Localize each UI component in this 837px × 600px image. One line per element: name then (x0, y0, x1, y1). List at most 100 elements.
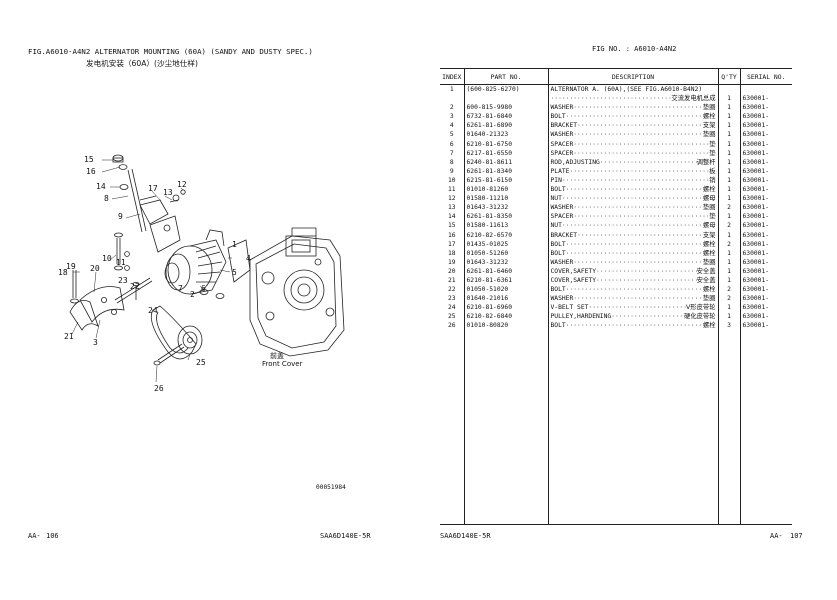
row-description: NUT螺母 (547, 221, 718, 231)
table-row: 1(600-825-6270)ALTERNATOR A. (60A),(SEE … (440, 84, 792, 95)
description-english: COVER,SAFETY (550, 276, 597, 284)
description-english: BOLT (550, 249, 566, 257)
callout-23: 23 (118, 276, 128, 285)
row-index: 20 (447, 267, 456, 275)
dot-leader (566, 285, 703, 294)
row-index: 23 (447, 295, 456, 303)
dot-leader (566, 240, 703, 249)
row-qty: 1 (717, 212, 740, 222)
row-qty: 1 (717, 248, 740, 258)
description-chinese: V形皮带轮 (686, 304, 716, 312)
row-part-no: 6240-81-8611 (463, 157, 548, 167)
row-part-no: 01010-80820 (463, 321, 548, 331)
description-chinese: 垫 (709, 213, 716, 221)
description-english: PIN (550, 176, 562, 184)
description-chinese: 垫圈 (702, 204, 716, 212)
row-description: BOLT螺栓 (547, 285, 718, 295)
row-part-no: (600-825-6270) (463, 84, 548, 95)
row-part-no: 6261-81-6890 (463, 121, 548, 131)
dot-leader (573, 103, 703, 112)
row-serial-no: 630001- (739, 130, 792, 140)
dot-leader (573, 212, 709, 221)
description-english: WASHER (550, 104, 574, 112)
left-page-model: SAA6D140E-5R (320, 532, 371, 540)
row-part-no: 6210-82-6570 (463, 230, 548, 240)
dot-leader (573, 130, 703, 139)
filler-cell (739, 330, 792, 525)
row-part-no: 6261-81-6460 (463, 266, 548, 276)
row-index: 18 (447, 249, 456, 257)
row-part-no: 6210-81-6960 (463, 303, 548, 313)
row-part-no (463, 94, 548, 104)
row-part-no: 01640-21016 (463, 294, 548, 304)
description-english: BRACKET (550, 231, 578, 239)
row-qty: 2 (717, 203, 740, 213)
description-chinese: 螺栓 (702, 240, 716, 248)
row-serial-no: 630001- (739, 239, 792, 249)
callout-21: 21 (64, 332, 74, 341)
table-row: 256210-82-6840PULLEY,HARDENING硬化皮带轮16300… (440, 312, 792, 322)
description-chinese: 螺栓 (702, 322, 716, 330)
header-description: DESCRIPTION (547, 68, 718, 85)
description-chinese: 销 (709, 176, 716, 184)
row-qty: 1 (717, 139, 740, 149)
row-description: COVER,SAFETY安全盖 (547, 275, 718, 286)
row-serial-no: 630001- (739, 157, 792, 167)
callout-16: 16 (86, 167, 96, 176)
description-chinese: 螺母 (702, 222, 716, 230)
row-description: BOLT螺栓 (547, 112, 718, 122)
row-part-no: 6210-81-6750 (463, 139, 548, 149)
row-index: 19 (447, 258, 456, 266)
callout-3: 3 (93, 338, 98, 347)
filler-cell (440, 331, 464, 525)
row-serial-no: 630001- (739, 112, 792, 122)
description-english: BOLT (550, 186, 566, 194)
row-index: 11 (447, 186, 456, 194)
callout-9: 9 (118, 212, 123, 221)
row-serial-no: 630001- (739, 185, 792, 195)
row-qty: 1 (717, 130, 740, 140)
header-index: INDEX (440, 68, 464, 85)
description-english: NUT (550, 195, 562, 203)
row-serial-no: 630001- (739, 257, 792, 267)
filler-cell (547, 330, 718, 525)
callout-25: 25 (196, 358, 206, 367)
callout-10: 10 (102, 254, 112, 263)
description-english: PULLEY,HARDENING (550, 313, 612, 321)
row-index: 12 (447, 195, 456, 203)
row-description: ROD,ADJUSTING调整杆 (547, 157, 718, 167)
row-index: 21 (447, 276, 456, 284)
description-chinese: 螺栓 (702, 113, 716, 121)
filler-cell (717, 330, 740, 525)
description-chinese: 垫 (709, 149, 716, 157)
dot-leader (566, 321, 703, 330)
row-description: SPACER垫 (547, 139, 718, 149)
row-description: WASHER垫圈 (547, 130, 718, 140)
description-chinese: 螺栓 (702, 286, 716, 294)
filler-cell (463, 330, 548, 525)
right-page-label: AA- (770, 532, 783, 540)
row-serial-no: 630001- (739, 221, 792, 231)
description-english: WASHER (550, 204, 574, 212)
right-page-model: SAA6D140E-5R (440, 532, 491, 540)
row-qty: 1 (717, 257, 740, 267)
row-qty: 2 (717, 239, 740, 249)
dot-leader (577, 231, 703, 240)
row-serial-no: 630001- (739, 94, 792, 104)
header-serial-no: SERIAL NO. (739, 68, 792, 85)
callout-20: 20 (90, 264, 100, 273)
description-english: ALTERNATOR A. (60A),(SEE FIG.A6010-B4N2) (550, 86, 703, 93)
row-serial-no (739, 84, 792, 95)
row-serial-no: 630001- (739, 166, 792, 176)
row-description: COVER,SAFETY安全盖 (547, 266, 718, 276)
